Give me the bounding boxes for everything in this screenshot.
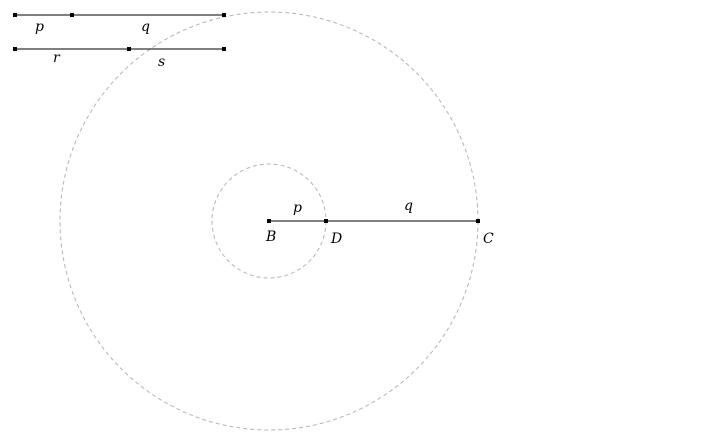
label-p-top: p: [35, 19, 44, 35]
point-marker: [70, 13, 74, 17]
label-r: r: [53, 50, 61, 66]
point-marker: [222, 47, 226, 51]
label-point-d: D: [330, 231, 342, 247]
label-q-top: q: [141, 19, 150, 35]
point-d-marker: [324, 219, 328, 223]
label-point-b: B: [265, 229, 276, 245]
point-marker: [222, 13, 226, 17]
label-s: s: [158, 54, 165, 70]
point-marker: [13, 47, 17, 51]
point-marker: [127, 47, 131, 51]
label-p-mid: p: [293, 200, 302, 216]
point-b-marker: [267, 219, 271, 223]
label-q-mid: q: [404, 198, 413, 214]
label-point-c: C: [483, 231, 494, 247]
point-marker: [13, 13, 17, 17]
point-c-marker: [476, 219, 480, 223]
